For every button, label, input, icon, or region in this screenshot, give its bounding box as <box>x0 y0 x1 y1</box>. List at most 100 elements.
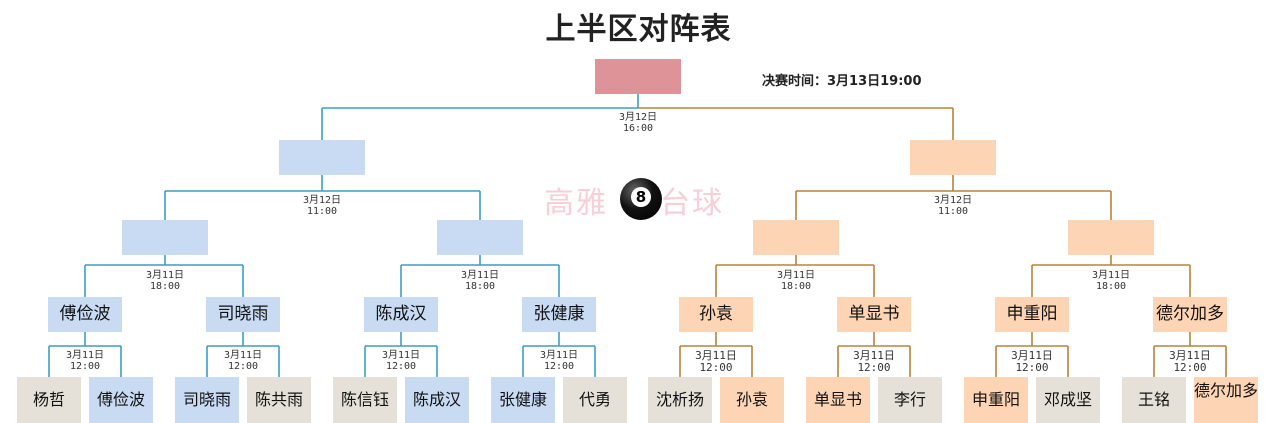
bracket-lines <box>48 94 1227 377</box>
player-box-12-label: 李行 <box>893 390 926 409</box>
r16-box-4: 张健康 <box>522 297 596 332</box>
r16-box-5: 孙袁 <box>679 297 753 332</box>
semi-1-time-date: 3月12日 <box>302 195 342 206</box>
player-box-15-label: 王铭 <box>1137 390 1170 409</box>
r16-box-7: 申重阳 <box>995 297 1069 332</box>
player-box-7: 张健康 <box>491 377 555 423</box>
quarter-box-4 <box>1068 220 1154 255</box>
semi-1-time-hour: 11:00 <box>306 206 338 217</box>
r16-4-time-date: 3月11日 <box>539 350 579 361</box>
r16-6-time-hour: 12:00 <box>857 361 891 374</box>
r16-box-6-label: 单显书 <box>848 304 900 324</box>
quarter-3-time-date: 3月11日 <box>776 270 816 281</box>
player-box-10: 孙袁 <box>720 377 784 423</box>
player-box-15: 王铭 <box>1122 377 1186 423</box>
r16-box-2: 司晓雨 <box>206 297 280 332</box>
player-box-1: 杨哲 <box>17 377 81 423</box>
r16-8-time-hour: 12:00 <box>1173 361 1207 374</box>
quarter-1-time-hour: 18:00 <box>149 281 181 292</box>
final-time-date: 3月12日 <box>618 112 658 123</box>
r16-box-4-label: 张健康 <box>533 304 585 324</box>
player-box-11: 单显书 <box>806 377 870 423</box>
r16-7-time-date: 3月11日 <box>1011 349 1053 362</box>
quarter-3-time-hour: 18:00 <box>780 281 812 292</box>
player-box-14: 邓成坚 <box>1036 377 1100 423</box>
r16-4-time-hour: 12:00 <box>543 361 575 372</box>
r16-6-time-date: 3月11日 <box>853 349 895 362</box>
r16-box-8: 德尔加多 <box>1153 297 1227 332</box>
player-box-8: 代勇 <box>563 377 627 423</box>
player-box-8-label: 代勇 <box>578 390 611 409</box>
r16-8-time-date: 3月11日 <box>1169 349 1211 362</box>
r16-box-5-label: 孙袁 <box>699 304 733 324</box>
quarter-box-2 <box>437 220 523 255</box>
player-box-12: 李行 <box>878 377 942 423</box>
player-box-6: 陈成汉 <box>405 377 469 423</box>
player-box-5: 陈信钰 <box>333 377 397 423</box>
player-box-6-label: 陈成汉 <box>412 390 461 409</box>
player-box-10-label: 孙袁 <box>735 390 768 409</box>
semi-2-time-hour: 11:00 <box>937 206 969 217</box>
watermark-right: 台球 <box>660 186 724 221</box>
watermark-left: 高雅 <box>544 186 608 221</box>
player-box-5-label: 陈信钰 <box>340 390 389 409</box>
r16-box-2-label: 司晓雨 <box>217 304 269 324</box>
r16-5-time-hour: 12:00 <box>699 361 733 374</box>
player-box-3: 司晓雨 <box>175 377 239 423</box>
quarter-4-time-hour: 18:00 <box>1095 281 1127 292</box>
r16-2-time-date: 3月11日 <box>223 350 263 361</box>
quarter-box-1 <box>122 220 208 255</box>
quarter-1-time-date: 3月11日 <box>145 270 185 281</box>
semi-2-time-date: 3月12日 <box>933 195 973 206</box>
watermark: 高雅 台球 <box>544 178 724 222</box>
semi-box-2 <box>910 140 996 175</box>
r16-box-1: 傅俭波 <box>48 297 122 332</box>
player-box-13: 申重阳 <box>964 377 1028 423</box>
r16-box-6: 单显书 <box>837 297 911 332</box>
player-box-9: 沈析扬 <box>648 377 712 423</box>
player-box-2: 傅俭波 <box>89 377 153 423</box>
r16-box-3-label: 陈成汉 <box>375 304 427 324</box>
r16-5-time-date: 3月11日 <box>695 349 737 362</box>
player-box-4: 陈共雨 <box>247 377 311 423</box>
r16-2-time-hour: 12:00 <box>227 361 259 372</box>
player-box-2-label: 傅俭波 <box>96 390 145 409</box>
quarter-2-time-hour: 18:00 <box>464 281 496 292</box>
player-box-16-label: 德尔加多 <box>1194 381 1259 400</box>
page-title: 上半区对阵表 <box>545 12 732 47</box>
player-box-9-label: 沈析扬 <box>655 390 704 409</box>
eight-ball-icon: 8 <box>620 178 662 220</box>
player-box-16: 德尔加多 <box>1194 377 1258 423</box>
r16-3-time-date: 3月11日 <box>381 350 421 361</box>
player-box-11-label: 单显书 <box>813 390 862 409</box>
semi-box-1 <box>279 140 365 175</box>
r16-7-time-hour: 12:00 <box>1015 361 1049 374</box>
r16-1-time-hour: 12:00 <box>69 361 101 372</box>
final-box <box>595 59 681 94</box>
r16-box-1-label: 傅俭波 <box>59 304 111 324</box>
player-box-3-label: 司晓雨 <box>182 390 231 409</box>
final-time-hour: 16:00 <box>622 123 654 134</box>
r16-box-8-label: 德尔加多 <box>1156 304 1224 324</box>
r16-box-3: 陈成汉 <box>364 297 438 332</box>
final-time-label: 决赛时间：3月13日19:00 <box>762 74 922 89</box>
player-box-4-label: 陈共雨 <box>254 390 303 409</box>
player-box-14-label: 邓成坚 <box>1043 390 1092 409</box>
player-box-1-label: 杨哲 <box>32 390 65 409</box>
